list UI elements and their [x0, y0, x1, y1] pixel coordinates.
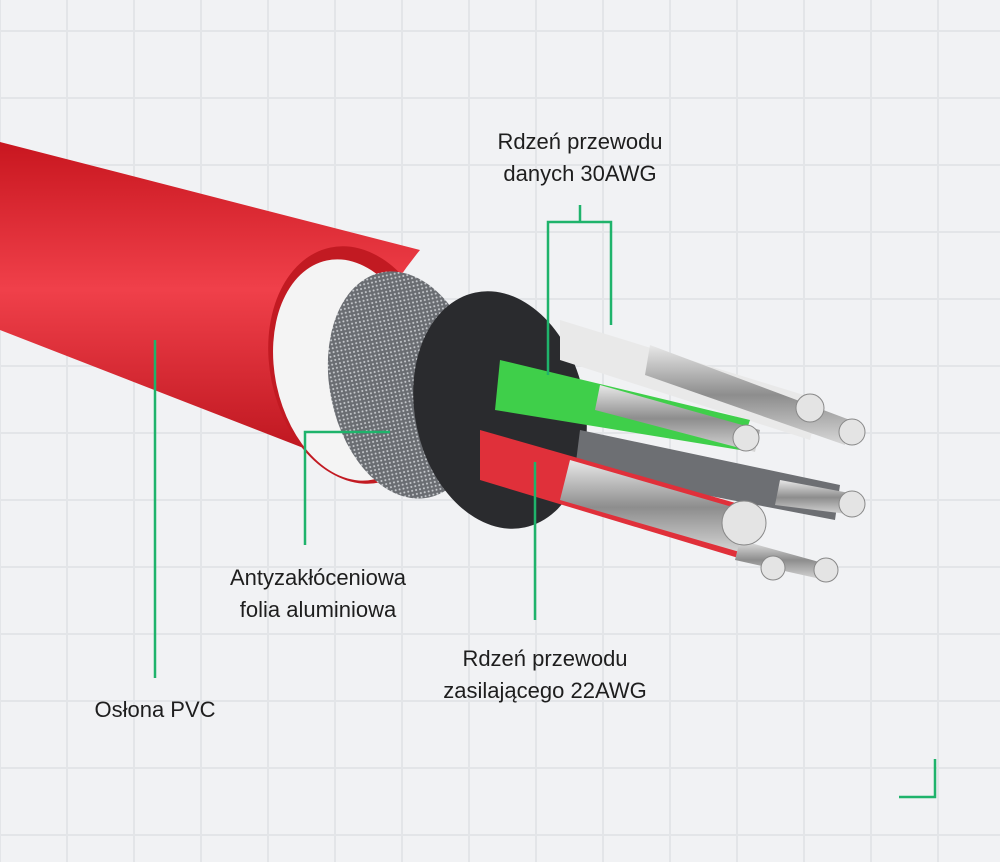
data-core-label-line2: danych 30AWG [503, 161, 657, 186]
jacket-label-line1: Osłona PVC [94, 697, 216, 722]
power-core-label-line1: Rdzeń przewodu [462, 646, 628, 671]
leader-lines [153, 205, 937, 799]
foil-label-line2: folia aluminiowa [239, 597, 397, 622]
power-core-label-line2: zasilającego 22AWG [443, 678, 647, 703]
data-core-label-line1: Rdzeń przewodu [497, 129, 663, 154]
jacket-label: Osłona PVC [80, 694, 230, 726]
foil-leader [303, 430, 390, 545]
data-core-label: Rdzeń przewodu danych 30AWG [470, 126, 690, 190]
wires [480, 320, 866, 583]
power-core-label: Rdzeń przewodu zasilającego 22AWG [420, 643, 670, 707]
data-core-leader [546, 205, 613, 375]
foil-label-line1: Antyzakłóceniowa [229, 565, 407, 590]
foil-label: Antyzakłóceniowa folia aluminiowa [200, 562, 436, 626]
corner-mark [899, 759, 937, 799]
